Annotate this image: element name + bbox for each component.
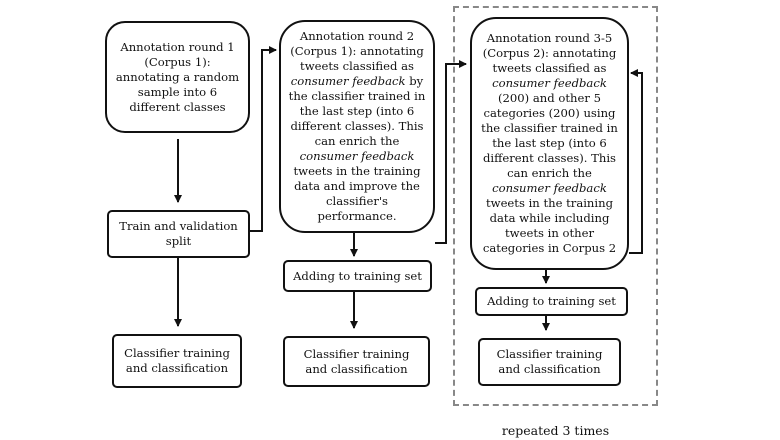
adding-training-set-text-2: Adding to training set <box>293 268 422 283</box>
adding-training-set-box-2: Adding to training set <box>283 260 432 292</box>
classifier-training-text-3: Classifier training and classification <box>496 347 603 376</box>
annotation-round-1-text: Annotation round 1 (Corpus 1): annotatin… <box>115 39 240 114</box>
train-validation-split-text: Train and validation split <box>119 219 238 248</box>
arrow-split-to-round2 <box>250 46 277 232</box>
classifier-training-box-3: Classifier training and classification <box>478 338 621 386</box>
arrow-round2-to-round3 <box>435 60 467 244</box>
adding-training-set-box-3: Adding to training set <box>475 287 628 316</box>
classifier-training-text-2: Classifier training and classification <box>303 346 410 376</box>
repeat-region <box>453 6 658 406</box>
arrow-loop-round3 <box>629 69 643 254</box>
classifier-training-box-1: Classifier training and classification <box>112 334 242 388</box>
annotation-round-1-box: Annotation round 1 (Corpus 1): annotatin… <box>105 21 250 133</box>
annotation-round-3-5-text: Annotation round 3-5 (Corpus 2): annotat… <box>481 31 618 255</box>
annotation-round-2-box: Annotation round 2 (Corpus 1): annotatin… <box>279 20 435 233</box>
train-validation-split-box: Train and validation split <box>107 210 250 258</box>
classifier-training-box-2: Classifier training and classification <box>283 336 430 387</box>
adding-training-set-text-3: Adding to training set <box>487 294 616 308</box>
classifier-training-text-1: Classifier training and classification <box>124 346 230 375</box>
annotation-round-3-5-box: Annotation round 3-5 (Corpus 2): annotat… <box>470 17 629 270</box>
repeat-caption: repeated 3 times <box>501 423 610 438</box>
annotation-round-2-text: Annotation round 2 (Corpus 1): annotatin… <box>288 29 426 223</box>
